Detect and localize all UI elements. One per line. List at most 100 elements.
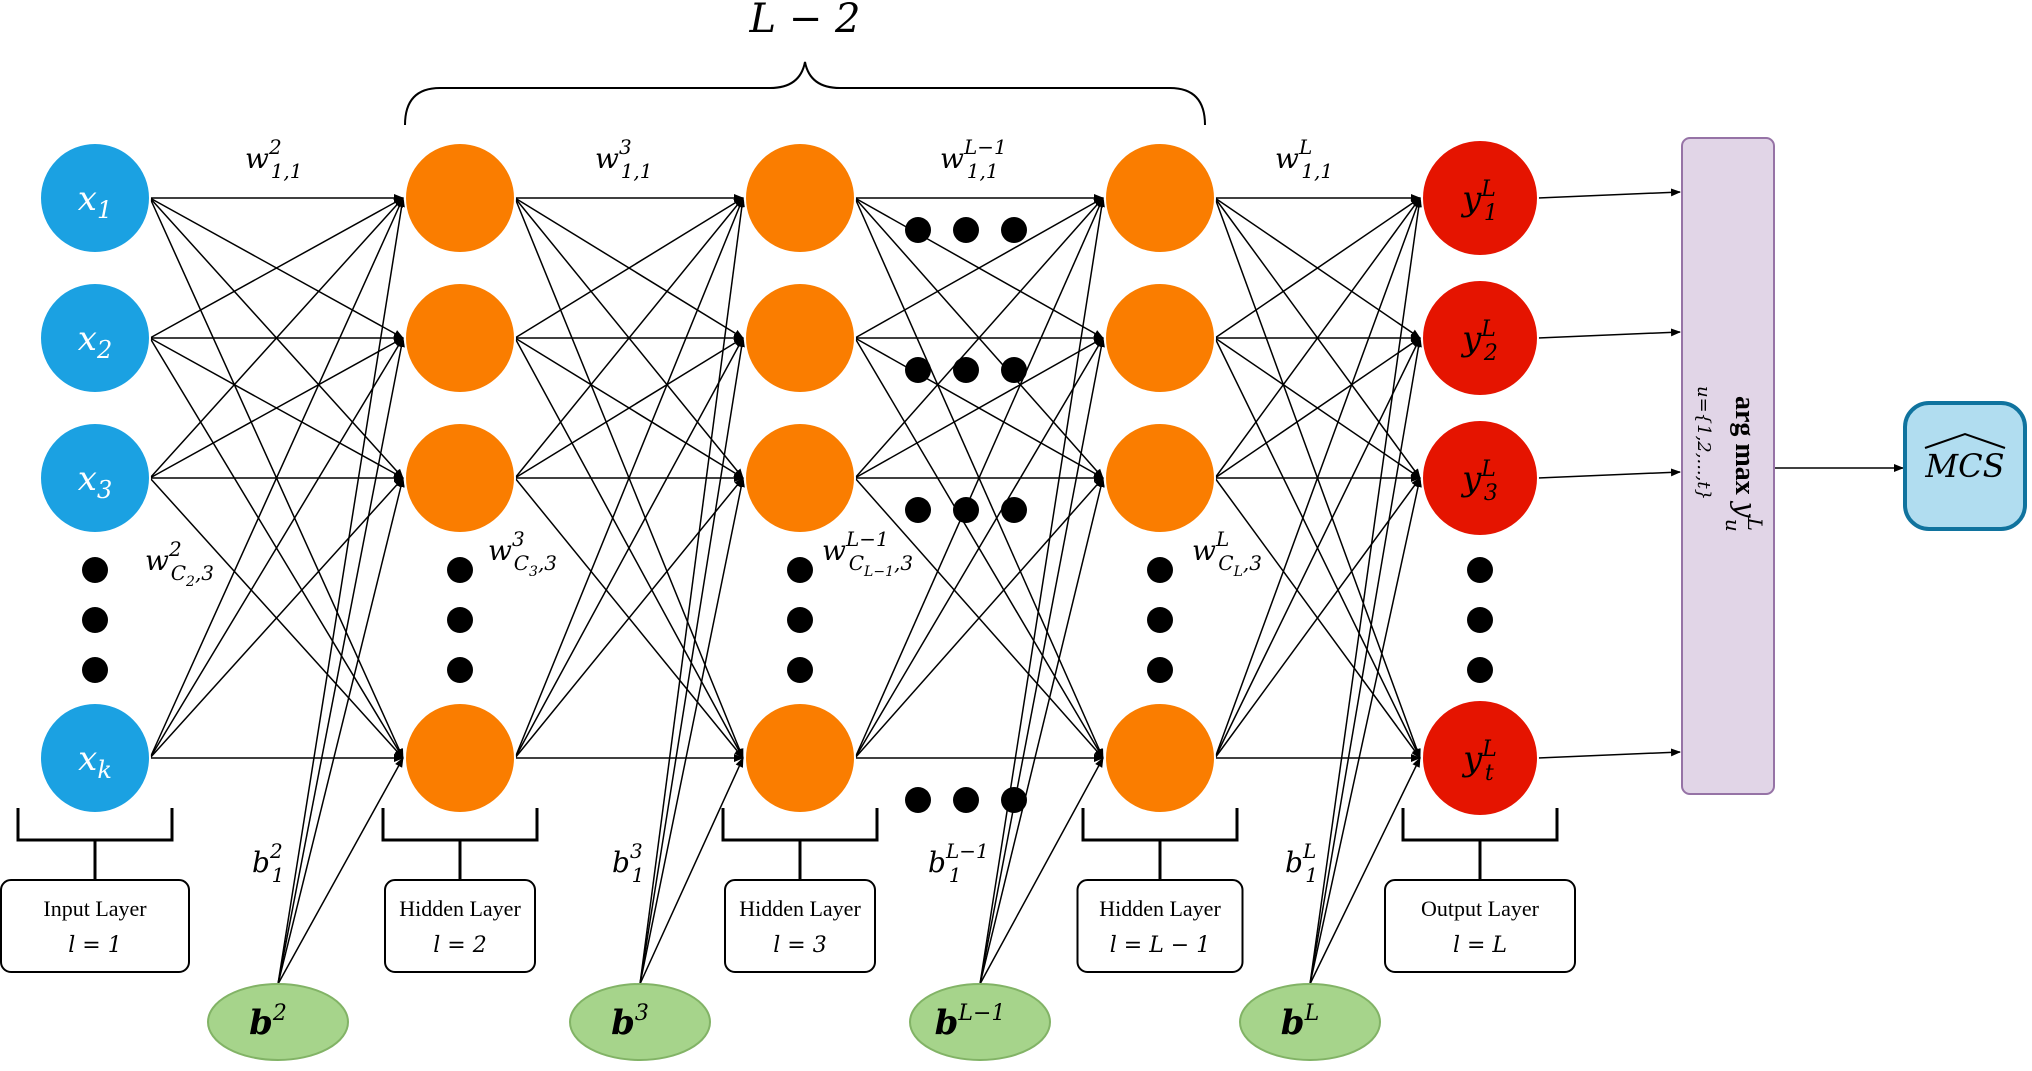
dot-v-2-1 bbox=[787, 607, 813, 633]
edge-2-2-0 bbox=[854, 197, 1104, 479]
result-label: MCS bbox=[1924, 447, 2004, 485]
bias-edge-2-1 bbox=[979, 337, 1106, 985]
input-node-label-1: x2 bbox=[78, 319, 112, 364]
edge-1-3-0 bbox=[514, 197, 744, 759]
hidden3-node-1 bbox=[744, 282, 856, 394]
edge-3-3-0 bbox=[1214, 197, 1421, 759]
hidden2-node-3 bbox=[404, 702, 516, 814]
bias-node-output bbox=[1239, 983, 1381, 1061]
bias-edge-0-3 bbox=[277, 757, 404, 985]
hidden2-label-box bbox=[384, 879, 536, 973]
input-label-index: l = 1 bbox=[68, 933, 121, 958]
bias-node-hiddenL1 bbox=[909, 983, 1051, 1061]
dot-v-4-0 bbox=[1467, 557, 1493, 583]
bias-edge-1-3 bbox=[639, 757, 744, 985]
edge-3-3-2 bbox=[1214, 477, 1421, 759]
edge-0-3-2 bbox=[149, 477, 404, 759]
dot-v-1-2 bbox=[447, 657, 473, 683]
dot-v-0-1 bbox=[82, 607, 108, 633]
edge-3-1-0 bbox=[1214, 197, 1421, 339]
hidden2-label-name: Hidden Layer bbox=[399, 896, 521, 921]
bias-node-label-hidden3: b3 bbox=[611, 1001, 649, 1043]
output-arrow-0 bbox=[1537, 188, 1681, 199]
dot-h-2-0 bbox=[905, 497, 931, 523]
bias-edges bbox=[277, 197, 1423, 985]
dot-v-4-1 bbox=[1467, 607, 1493, 633]
argmax-box: arg max yLu u={1,2,...,t} bbox=[1681, 137, 1775, 795]
input-node-label-2: x3 bbox=[78, 459, 112, 504]
edge-1-2-1 bbox=[514, 337, 744, 479]
output-node-2 bbox=[1421, 419, 1539, 537]
output-arrow-3 bbox=[1537, 748, 1681, 759]
dot-v-1-0 bbox=[447, 557, 473, 583]
hiddenL1-node-1 bbox=[1104, 282, 1216, 394]
hidden2-node-1 bbox=[404, 282, 516, 394]
dot-h-1-0 bbox=[905, 357, 931, 383]
bias-node-label-hidden2: b2 bbox=[249, 1001, 287, 1043]
input-node-label-3: xk bbox=[78, 739, 112, 784]
bias-edge-2-3 bbox=[979, 757, 1104, 985]
bias-node-hidden3 bbox=[569, 983, 711, 1061]
edge-3-2-0 bbox=[1214, 197, 1421, 479]
hidden3-node-2 bbox=[744, 422, 856, 534]
bias-edge-3-3 bbox=[1309, 757, 1421, 985]
output-bracket bbox=[1401, 808, 1559, 880]
dot-v-4-2 bbox=[1467, 657, 1493, 683]
edge-1-3-1 bbox=[514, 337, 744, 759]
hiddenL1-label-box bbox=[1076, 879, 1244, 973]
hidden2-node-2 bbox=[404, 422, 516, 534]
argmax-subscript: u={1,2,...,t} bbox=[1693, 386, 1714, 500]
dot-h-0-2 bbox=[1001, 217, 1027, 243]
hiddenL1-node-0 bbox=[1104, 142, 1216, 254]
output-label-name: Output Layer bbox=[1421, 896, 1540, 921]
dot-h-3-1 bbox=[953, 787, 979, 813]
bias-edge-3-0 bbox=[1309, 197, 1423, 985]
dot-h-2-1 bbox=[953, 497, 979, 523]
brace-title: L − 2 bbox=[749, 0, 861, 42]
bias-node-label-output: bL bbox=[1281, 1001, 1319, 1043]
output-node-0 bbox=[1421, 139, 1539, 257]
edge-0-3-1 bbox=[149, 337, 404, 759]
bias-edge-1-0 bbox=[639, 197, 746, 985]
dot-v-3-2 bbox=[1147, 657, 1173, 683]
edge-3-3-1 bbox=[1214, 337, 1421, 759]
hidden3-node-0 bbox=[744, 142, 856, 254]
input-node-3 bbox=[39, 702, 151, 814]
edge-2-3-2 bbox=[854, 477, 1104, 759]
input-node-label-0: x1 bbox=[78, 179, 112, 224]
edge-1-1-0 bbox=[514, 197, 744, 339]
result-box: MCS bbox=[1903, 401, 2027, 531]
input-bracket bbox=[16, 808, 174, 880]
dot-h-0-0 bbox=[905, 217, 931, 243]
edge-1-2-0 bbox=[514, 197, 744, 479]
input-label-name: Input Layer bbox=[43, 896, 147, 921]
bias-edge-1-1 bbox=[639, 337, 746, 985]
edge-2-2-1 bbox=[854, 337, 1104, 479]
bias-edge-1-2 bbox=[639, 477, 746, 985]
dot-v-3-0 bbox=[1147, 557, 1173, 583]
edge-0-3-0 bbox=[149, 197, 404, 759]
hidden3-label-box bbox=[724, 879, 876, 973]
dot-h-3-0 bbox=[905, 787, 931, 813]
hidden2-label-index: l = 2 bbox=[433, 933, 486, 958]
dot-v-3-1 bbox=[1147, 607, 1173, 633]
input-node-1 bbox=[39, 282, 151, 394]
bias-edge-2-2 bbox=[979, 477, 1105, 985]
bias-edge-3-2 bbox=[1309, 477, 1422, 985]
output-arrow-1 bbox=[1537, 328, 1681, 339]
bias-edge-0-1 bbox=[277, 337, 406, 985]
hidden2-node-0 bbox=[404, 142, 516, 254]
